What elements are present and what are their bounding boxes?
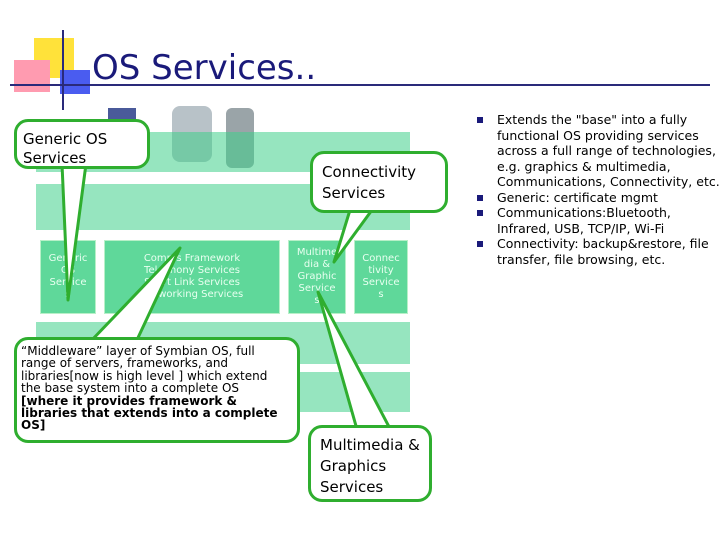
decor-square-red <box>14 60 50 92</box>
middleware-bold-line: [where it provides framework & <box>21 393 237 408</box>
middleware-callout-text: “Middleware” layer of Symbian OS, full r… <box>21 345 293 432</box>
bullet-item: Communications:Bluetooth, Infrared, USB,… <box>474 205 720 236</box>
bullet-text: Extends the "base" into a fully function… <box>497 112 720 189</box>
connectivity-callout-tail <box>332 208 374 264</box>
middleware-line: range of servers, frameworks, and <box>21 356 229 371</box>
decor-hline <box>10 84 710 86</box>
slide-title: OS Services.. <box>92 48 317 88</box>
bullet-item: Generic: certificate mgmt <box>474 190 720 206</box>
multimedia-callout: Multimedia & Graphics Services <box>308 425 432 502</box>
decor-square-blue <box>60 70 90 94</box>
connectivity-services-box: Connec tivity Service s <box>354 240 408 314</box>
bullet-icon <box>477 117 483 123</box>
bullet-icon <box>477 241 483 247</box>
generic-callout-tail <box>60 162 88 302</box>
connectivity-callout: Connectivity Services <box>310 151 448 213</box>
bullet-item: Extends the "base" into a fully function… <box>474 112 720 190</box>
bullet-text: Generic: certificate mgmt <box>497 189 658 205</box>
middleware-callout: “Middleware” layer of Symbian OS, full r… <box>14 337 300 443</box>
bullet-text: Communications:Bluetooth, Infrared, USB,… <box>497 205 671 236</box>
generic-os-callout: Generic OS Services <box>14 119 150 169</box>
middleware-line: the base system into a complete OS <box>21 381 240 396</box>
generic-os-callout-text: Generic OS Services <box>23 130 108 167</box>
middleware-line: “Middleware” layer of Symbian OS, full <box>21 344 255 358</box>
bullet-item: Connectivity: backup&restore, file trans… <box>474 236 720 267</box>
middleware-bold-line: libraries that extends into a complete <box>21 406 278 421</box>
connectivity-callout-text: Connectivity Services <box>322 163 416 202</box>
multimedia-callout-text: Multimedia & Graphics Services <box>320 436 420 496</box>
middleware-bold-line: OS] <box>21 418 46 433</box>
multimedia-callout-tail <box>316 290 398 442</box>
bullet-icon <box>477 210 483 216</box>
middleware-callout-tail <box>88 246 182 344</box>
bullet-list: Extends the "base" into a fully function… <box>474 112 720 267</box>
decor-vline <box>62 30 64 110</box>
middleware-line: libraries[now is high level ] which exte… <box>21 368 268 383</box>
bullet-text: Connectivity: backup&restore, file trans… <box>497 236 709 267</box>
bullet-icon <box>477 194 483 201</box>
